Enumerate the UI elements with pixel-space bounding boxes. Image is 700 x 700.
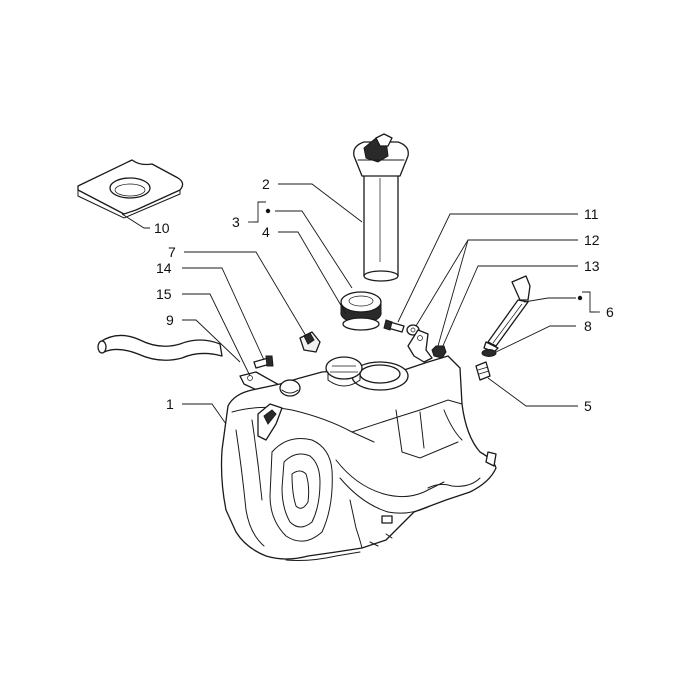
bracket-6 xyxy=(582,291,596,313)
leader-9 xyxy=(182,319,241,363)
part-8-o-ring xyxy=(481,349,497,357)
part-9-hose xyxy=(97,334,223,361)
callout-15: 15 xyxy=(156,286,172,302)
leader-10 xyxy=(121,213,150,229)
leader-13 xyxy=(441,265,578,349)
callout-1: 1 xyxy=(166,396,174,412)
leader-11 xyxy=(397,213,578,323)
callout-2: 2 xyxy=(262,176,270,192)
part-5-fitting xyxy=(475,361,491,381)
callout-9: 9 xyxy=(166,312,174,328)
callout-8: 8 xyxy=(584,318,592,334)
leader-lines xyxy=(121,183,600,425)
leader-15 xyxy=(182,293,251,377)
part-6-probe xyxy=(483,275,531,353)
leader-1 xyxy=(182,403,227,425)
callout-13: 13 xyxy=(584,258,600,274)
part-10-pad xyxy=(77,159,184,219)
part-4-filler-cap xyxy=(340,291,382,331)
group-6-dot-marker xyxy=(577,295,583,301)
leader-12b xyxy=(437,239,469,347)
callout-10: 10 xyxy=(154,220,170,236)
callout-12: 12 xyxy=(584,232,600,248)
leader-14 xyxy=(182,267,265,361)
leader-4 xyxy=(278,231,347,315)
bracket-3 xyxy=(254,201,266,223)
group-3-dot-marker xyxy=(265,208,271,214)
callout-numbers: 2 3 4 10 7 14 15 9 1 11 12 13 6 8 5 xyxy=(154,176,614,414)
part-7-clip xyxy=(299,331,321,353)
leader-12 xyxy=(415,239,578,327)
leader-7 xyxy=(184,251,307,337)
callout-11: 11 xyxy=(584,206,599,222)
leader-dot-6 xyxy=(523,297,576,303)
leader-dot-3 xyxy=(275,210,353,289)
callout-7: 7 xyxy=(168,244,176,260)
leader-8 xyxy=(495,325,576,353)
callout-3: 3 xyxy=(232,214,240,230)
part-2-fuel-sender xyxy=(353,133,409,282)
callout-14: 14 xyxy=(156,260,172,276)
part-1-fuel-tank xyxy=(220,329,497,561)
part-11-bolt xyxy=(383,319,405,333)
part-13-nut xyxy=(431,345,447,359)
part-14-screw xyxy=(253,355,274,369)
callout-5: 5 xyxy=(584,398,592,414)
callout-4: 4 xyxy=(262,224,270,240)
leader-5 xyxy=(487,377,578,407)
leader-2 xyxy=(278,183,363,223)
callout-6: 6 xyxy=(606,304,614,320)
